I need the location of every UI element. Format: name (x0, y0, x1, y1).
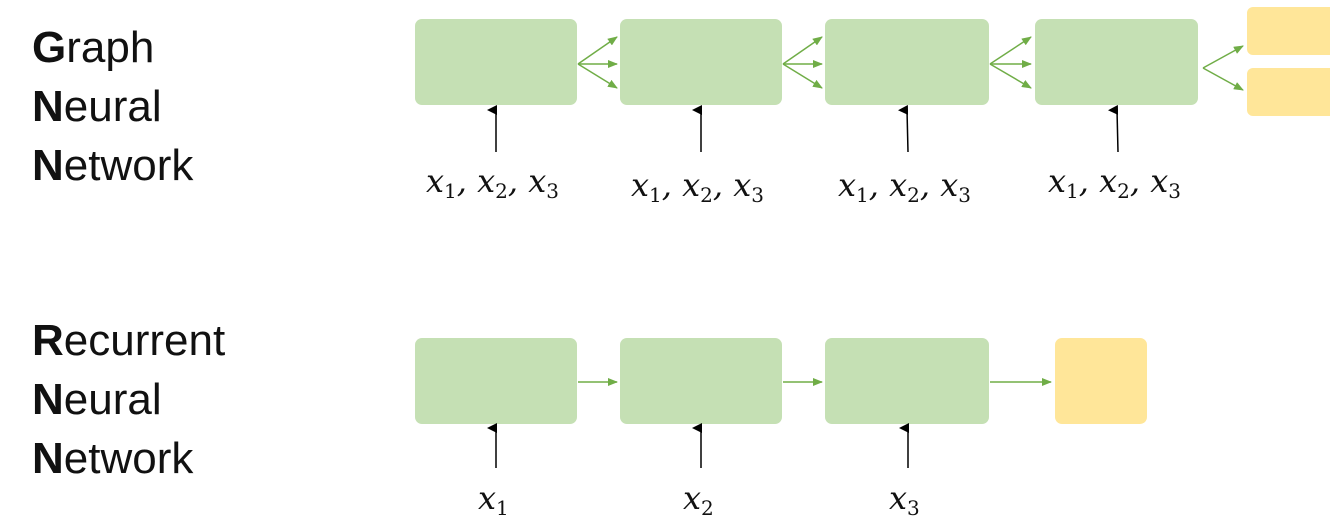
rnn-title-initial-n1: N (32, 375, 64, 424)
gnn-output-1 (1247, 7, 1330, 55)
rnn-output (1055, 338, 1147, 424)
gnn-input-label-3: x1, x2, x3 (838, 166, 972, 207)
rnn-title-line-2: Neural (32, 370, 225, 429)
rnn-title-initial-r: R (32, 316, 64, 365)
gnn-edges-1-2 (577, 36, 618, 89)
rnn-title-line-3: Network (32, 429, 225, 488)
rnn-input-label-1: x1 (478, 479, 509, 520)
rnn-title-rest-3: etwork (63, 434, 194, 483)
rnn-node-2 (620, 338, 782, 424)
gnn-title-line-1: Graph (32, 18, 193, 77)
gnn-node-2 (620, 19, 782, 105)
gnn-title-line-3: Network (32, 136, 193, 195)
gnn-title-rest-1: raph (66, 23, 155, 72)
rnn-title-initial-n2: N (32, 434, 64, 483)
gnn-edges-3-4 (989, 36, 1032, 89)
gnn-node-3 (825, 19, 989, 105)
gnn-input-arrows (487, 104, 1119, 153)
rnn-input-label-3: x3 (889, 479, 920, 520)
gnn-node-4 (1035, 19, 1198, 105)
rnn-input-arrows (487, 423, 909, 468)
rnn-node-1 (415, 338, 577, 424)
rnn-title: Recurrent Neural Network (32, 311, 225, 488)
rnn-input-label-2: x2 (683, 479, 714, 520)
rnn-title-line-1: Recurrent (32, 311, 225, 370)
gnn-title-initial-n1: N (32, 82, 64, 131)
gnn-input-label-2: x1, x2, x3 (631, 166, 765, 207)
gnn-title-rest-3: etwork (63, 141, 194, 190)
rnn-title-rest-1: ecurrent (63, 316, 226, 365)
gnn-edges-4-out (1202, 45, 1244, 91)
gnn-title-initial-g: G (32, 23, 67, 72)
gnn-node-1 (415, 19, 577, 105)
gnn-title-line-2: Neural (32, 77, 193, 136)
gnn-input-label-1: x1, x2, x3 (426, 162, 560, 203)
rnn-title-rest-2: eural (63, 375, 162, 424)
gnn-output-2 (1247, 68, 1330, 116)
gnn-edges-2-3 (782, 36, 823, 89)
rnn-node-3 (825, 338, 989, 424)
gnn-title-rest-2: eural (63, 82, 162, 131)
gnn-title-initial-n2: N (32, 141, 64, 190)
gnn-title: Graph Neural Network (32, 18, 193, 195)
gnn-input-label-4: x1, x2, x3 (1048, 162, 1182, 203)
